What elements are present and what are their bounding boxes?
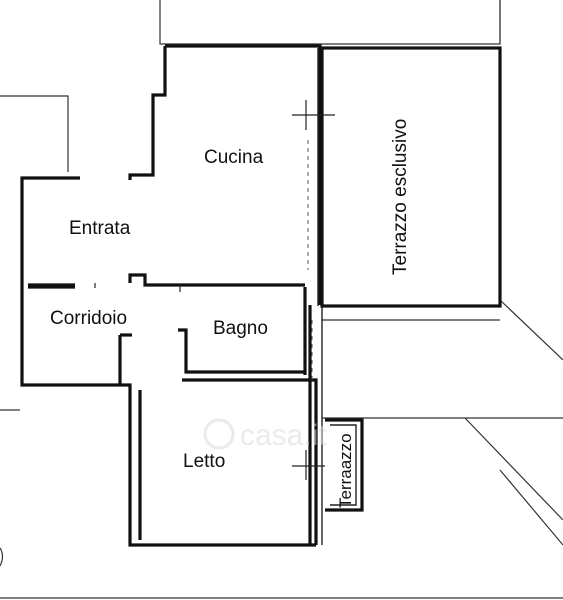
- room-label-bagno: Bagno: [213, 318, 268, 339]
- terrazzo-small-outline: [325, 418, 364, 512]
- room-label-letto: Letto: [183, 451, 225, 472]
- room-label-cucina: Cucina: [204, 147, 264, 168]
- apartment-walls: [20, 44, 323, 547]
- terrazzo-esclusivo-outline: [317, 46, 502, 308]
- watermark: casa.it: [203, 418, 327, 452]
- room-label-entrata: Entrata: [69, 218, 131, 239]
- watermark-text: casa.it: [240, 419, 327, 452]
- room-label-terrazzo-esclusivo: Terrazzo esclusivo: [390, 119, 411, 275]
- openings: [94, 100, 335, 480]
- room-label-terrazzo: Terraazzo: [336, 433, 355, 508]
- room-label-corridoio: Corridoio: [50, 308, 127, 329]
